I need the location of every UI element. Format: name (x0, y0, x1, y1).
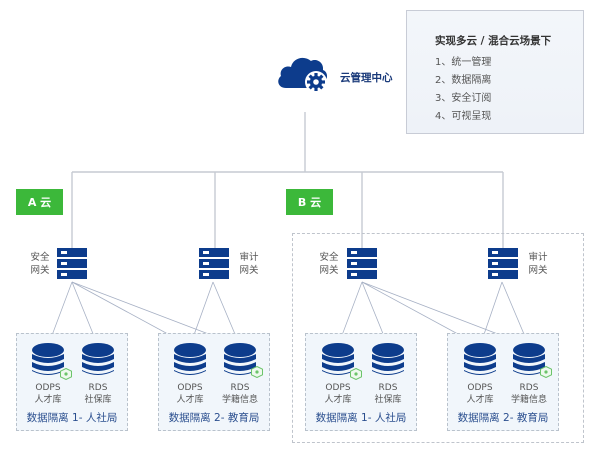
label-line: 审计 (528, 252, 548, 263)
db-name: ODPS (325, 383, 351, 393)
database-icon (372, 343, 404, 375)
database-icon (464, 343, 496, 375)
label-line: 网关 (239, 265, 259, 276)
security-shield-icon (60, 368, 72, 380)
label-line: 网关 (528, 265, 548, 276)
database-icon (224, 343, 256, 375)
a-audit-gateway-label: 审计 网关 (237, 251, 261, 277)
server-icon (488, 248, 518, 279)
db-label: ODPS 人才库 (18, 382, 78, 406)
db-desc: 人才库 (34, 395, 62, 405)
cloud-b-badge: B 云 (286, 189, 333, 215)
security-shield-icon (540, 366, 552, 378)
db-desc: 人才库 (324, 395, 352, 405)
db-name: ODPS (467, 383, 493, 393)
db-desc: 学籍信息 (221, 395, 258, 405)
info-item: 1、统一管理 (435, 57, 492, 68)
db-name: ODPS (35, 383, 61, 393)
cloud-a-badge: A 云 (16, 189, 63, 215)
db-label: ODPS 人才库 (160, 382, 220, 406)
db-desc: 人才库 (176, 395, 204, 405)
info-title: 实现多云 / 混合云场景下 (435, 35, 552, 47)
a-security-gateway-label: 安全 网关 (28, 251, 52, 277)
security-shield-icon (251, 366, 263, 378)
db-desc: 人才库 (466, 395, 494, 405)
db-name: RDS (230, 383, 250, 393)
database-icon (32, 343, 64, 375)
zone-title: 数据隔离 2- 教育局 (168, 412, 260, 424)
label-line: 审计 (239, 252, 259, 263)
server-icon (199, 248, 229, 279)
db-label: ODPS 人才库 (450, 382, 510, 406)
db-desc: 学籍信息 (510, 395, 547, 405)
db-name: ODPS (177, 383, 203, 393)
database-icon (322, 343, 354, 375)
info-item: 2、数据隔离 (435, 75, 492, 86)
label-line: 安全 (30, 252, 50, 263)
db-label: RDS 学籍信息 (499, 382, 559, 406)
b-security-gateway-label: 安全 网关 (317, 251, 341, 277)
zone-title: 数据隔离 1- 人社局 (26, 412, 118, 424)
db-label: RDS 社保库 (68, 382, 128, 406)
db-desc: 社保库 (84, 395, 112, 405)
label-line: 网关 (319, 265, 339, 276)
cloud-b-region (292, 233, 584, 443)
db-name: RDS (88, 383, 108, 393)
label-line: 网关 (30, 265, 50, 276)
db-name: RDS (519, 383, 539, 393)
cloud-gear-icon (278, 57, 328, 93)
db-label: RDS 社保库 (358, 382, 418, 406)
database-icon (174, 343, 206, 375)
server-icon (57, 248, 87, 279)
database-icon (513, 343, 545, 375)
security-shield-icon (350, 368, 362, 380)
info-box: 实现多云 / 混合云场景下 1、统一管理 2、数据隔离 3、安全订阅 4、可视呈… (406, 10, 584, 134)
database-icon (82, 343, 114, 375)
db-desc: 社保库 (374, 395, 402, 405)
zone-title: 数据隔离 2- 教育局 (457, 412, 549, 424)
info-item: 4、可视呈现 (435, 111, 492, 122)
b-audit-gateway-label: 审计 网关 (526, 251, 550, 277)
db-label: RDS 学籍信息 (210, 382, 270, 406)
db-label: ODPS 人才库 (308, 382, 368, 406)
server-icon (347, 248, 377, 279)
db-name: RDS (378, 383, 398, 393)
top-bus (71, 112, 504, 248)
zone-title: 数据隔离 1- 人社局 (315, 412, 407, 424)
info-item: 3、安全订阅 (435, 93, 492, 104)
label-line: 安全 (319, 252, 339, 263)
cloud-center-label: 云管理中心 (340, 72, 393, 84)
